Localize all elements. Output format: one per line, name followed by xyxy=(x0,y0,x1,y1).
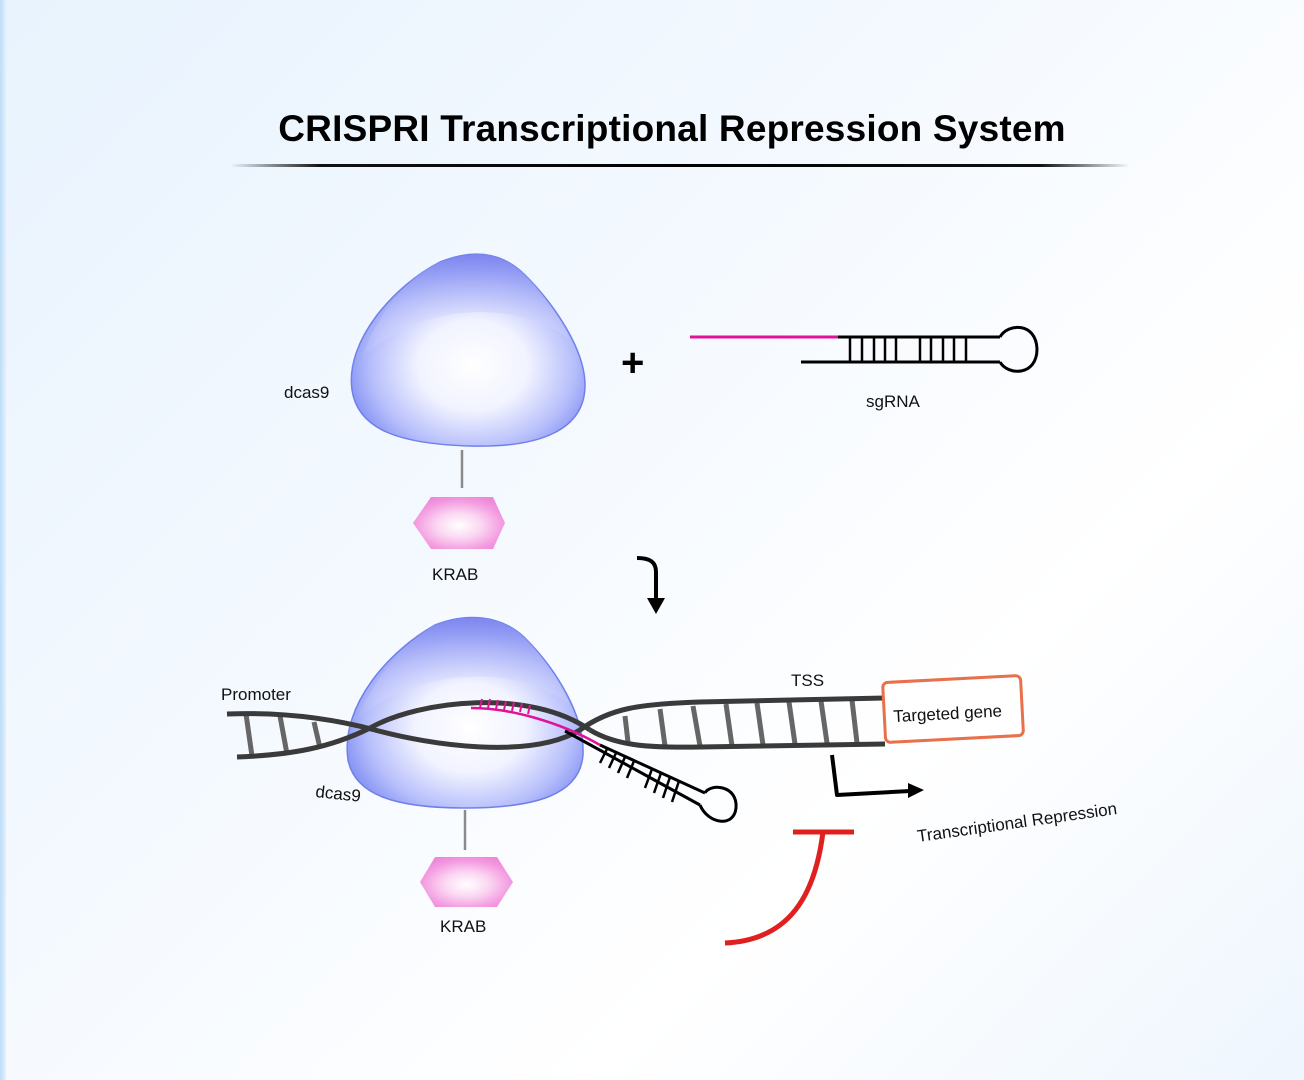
dna-rungs-left xyxy=(243,713,323,757)
sgrna-label: sgRNA xyxy=(866,392,921,411)
transcriptional-repression-label: Transcriptional Repression xyxy=(916,799,1118,846)
dna-promoter-segment xyxy=(226,700,592,760)
sgrna-structure xyxy=(690,325,1039,373)
tss-label: TSS xyxy=(791,671,824,690)
repression-inhibition-symbol xyxy=(724,829,854,946)
bound-sgrna-hairpin-loop xyxy=(698,785,738,823)
left-edge-bar xyxy=(0,0,6,1080)
krab-label-bottom: KRAB xyxy=(440,917,486,936)
dcas9-protein-bottom xyxy=(346,616,584,809)
bound-sgrna xyxy=(470,698,738,823)
dna-rungs-right xyxy=(622,699,860,747)
dcas9-label-top: dcas9 xyxy=(284,383,329,402)
bound-sgrna-base-pairs xyxy=(598,748,681,803)
sgrna-hairpin-loop xyxy=(998,325,1039,373)
krab-label-top: KRAB xyxy=(432,565,478,584)
bound-sgrna-guide xyxy=(470,706,601,747)
krab-domain-top xyxy=(413,497,505,549)
krab-domain-bottom xyxy=(420,857,513,907)
dcas9-protein-top xyxy=(350,253,586,447)
promoter-label: Promoter xyxy=(221,685,291,704)
transcription-start-arrow xyxy=(830,754,924,798)
diagram-title: CRISPRI Transcriptional Repression Syste… xyxy=(278,108,1066,149)
dna-tss-segment xyxy=(578,695,886,750)
process-arrow-down xyxy=(636,556,665,614)
dcas9-label-bottom: dcas9 xyxy=(315,782,362,806)
title-underline xyxy=(230,164,1130,167)
sgrna-base-pairs xyxy=(848,337,968,362)
guide-dna-base-pairs xyxy=(479,698,531,715)
plus-symbol: + xyxy=(621,341,644,385)
targeted-gene-box: Targeted gene xyxy=(881,674,1025,744)
